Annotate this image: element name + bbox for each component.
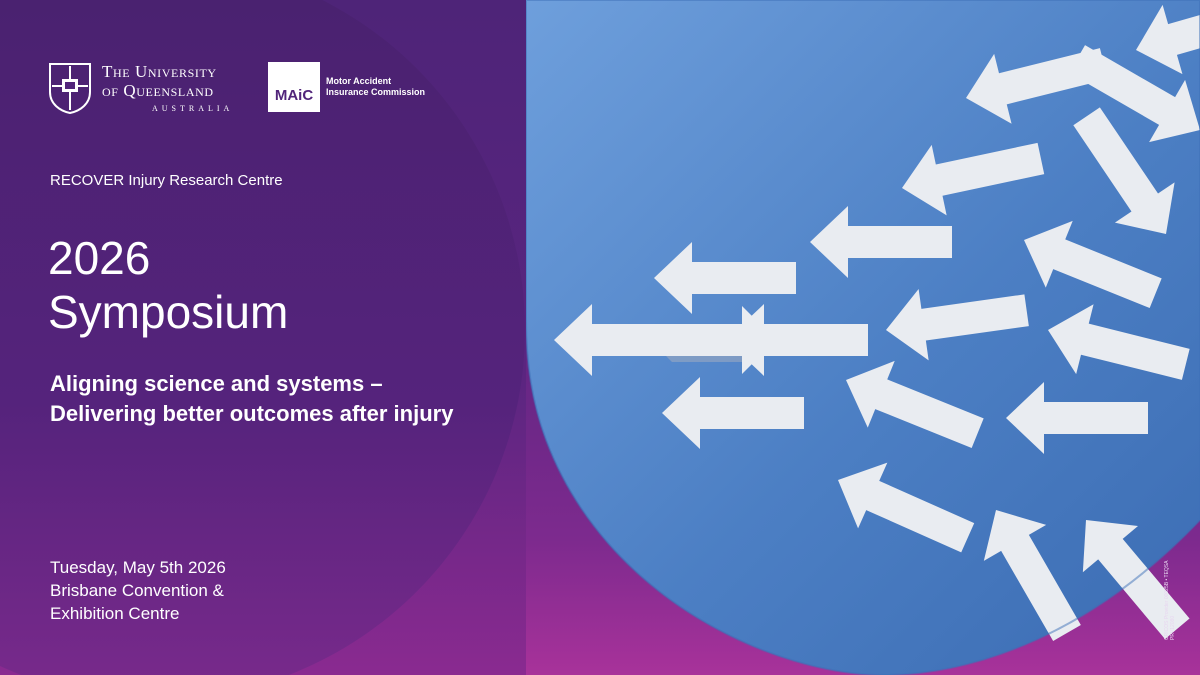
event-details: Tuesday, May 5th 2026 Brisbane Conventio… bbox=[50, 556, 226, 625]
venue-line-2: Exhibition Centre bbox=[50, 604, 180, 623]
maic-line-2: Insurance Commission bbox=[326, 87, 426, 97]
uq-line-2: of Queensland bbox=[102, 81, 214, 100]
uq-line-1: The University bbox=[102, 62, 217, 81]
left-panel bbox=[0, 0, 526, 675]
maic-logo: MAiC Motor Accident Insurance Commission bbox=[268, 62, 425, 112]
cricos-credit: CRICOS Provider 00025B • TEQSA PRV12080 bbox=[1164, 560, 1176, 640]
arrows bbox=[554, 0, 1200, 641]
maic-wordmark: Motor Accident Insurance Commission bbox=[326, 76, 425, 98]
uq-logo: The University of Queensland AUSTRALIA bbox=[48, 62, 233, 114]
venue-line-1: Brisbane Convention & bbox=[50, 581, 224, 600]
uq-wordmark: The University of Queensland AUSTRALIA bbox=[102, 62, 233, 113]
shield-graphic bbox=[526, 0, 1200, 675]
event-title: Symposium bbox=[48, 286, 289, 338]
background-circle bbox=[0, 0, 525, 675]
maic-badge: MAiC bbox=[268, 62, 320, 112]
centre-name: RECOVER Injury Research Centre bbox=[50, 172, 283, 189]
shield-image-panel bbox=[526, 0, 1200, 675]
uq-crest-icon bbox=[49, 63, 91, 114]
maic-line-1: Motor Accident bbox=[326, 76, 392, 86]
event-date: Tuesday, May 5th 2026 bbox=[50, 558, 226, 577]
uq-australia: AUSTRALIA bbox=[152, 104, 234, 113]
event-year: 2026 bbox=[48, 232, 151, 284]
event-theme: Aligning science and systems – Deliverin… bbox=[50, 371, 454, 426]
